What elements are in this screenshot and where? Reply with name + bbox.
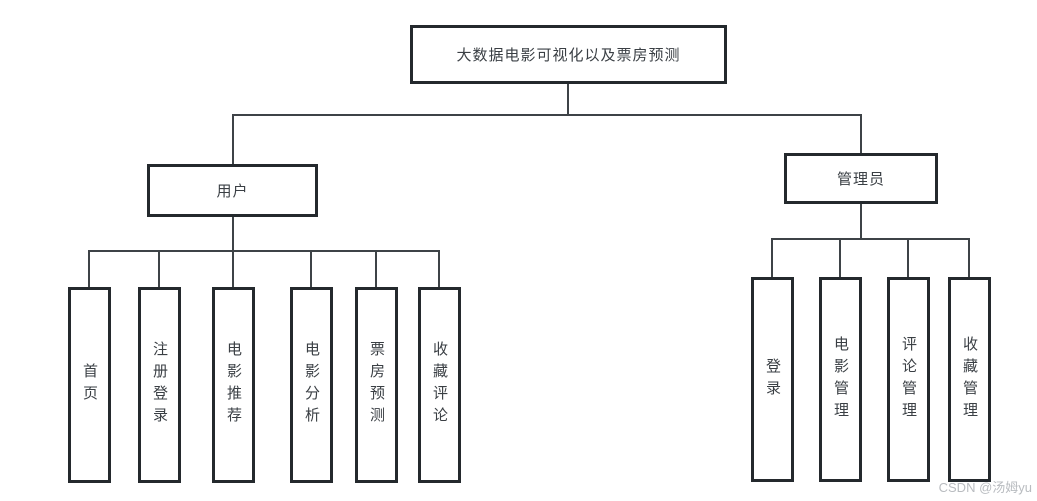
node-home: 首页	[68, 287, 111, 483]
connector-line	[567, 84, 569, 115]
node-boxoffice-predict-label: 票房预测	[368, 341, 385, 429]
node-login: 登录	[751, 277, 794, 482]
connector-line	[860, 114, 862, 153]
node-boxoffice-predict: 票房预测	[355, 287, 398, 483]
connector-line	[907, 238, 909, 277]
node-admin: 管理员	[784, 153, 938, 204]
node-movie-recommend: 电影推荐	[212, 287, 255, 483]
connector-line	[88, 250, 90, 287]
connector-line	[232, 114, 862, 116]
connector-line	[771, 238, 970, 240]
connector-line	[232, 250, 234, 287]
csdn-watermark: CSDN @汤姆yu	[938, 480, 1032, 495]
node-comment-manage-label: 评论管理	[900, 335, 917, 424]
connector-line	[310, 250, 312, 287]
node-register-login-label: 注册登录	[151, 341, 168, 429]
connector-line	[158, 250, 160, 287]
node-root-label: 大数据电影可视化以及票房预测	[456, 47, 681, 64]
node-movie-recommend-label: 电影推荐	[225, 341, 242, 429]
connector-line	[375, 250, 377, 287]
connector-line	[232, 114, 234, 164]
node-register-login: 注册登录	[138, 287, 181, 483]
connector-line	[968, 238, 970, 277]
node-movie-analysis: 电影分析	[290, 287, 333, 483]
connector-line	[88, 250, 440, 252]
node-user-label: 用户	[216, 183, 249, 200]
node-movie-manage-label: 电影管理	[832, 335, 849, 424]
node-movie-analysis-label: 电影分析	[303, 341, 320, 429]
node-favorite-comment-label: 收藏评论	[431, 341, 448, 429]
node-home-label: 首页	[81, 363, 98, 407]
connector-line	[438, 250, 440, 287]
connector-line	[839, 238, 841, 277]
node-favorite-manage: 收藏管理	[948, 277, 991, 482]
node-root: 大数据电影可视化以及票房预测	[410, 25, 727, 84]
node-user: 用户	[147, 164, 318, 217]
connector-line	[860, 204, 862, 239]
node-comment-manage: 评论管理	[887, 277, 930, 482]
node-movie-manage: 电影管理	[819, 277, 862, 482]
connector-line	[232, 217, 234, 252]
node-favorite-comment: 收藏评论	[418, 287, 461, 483]
node-admin-label: 管理员	[836, 171, 885, 188]
node-favorite-manage-label: 收藏管理	[961, 335, 978, 424]
connector-line	[771, 238, 773, 277]
node-login-label: 登录	[764, 357, 781, 402]
